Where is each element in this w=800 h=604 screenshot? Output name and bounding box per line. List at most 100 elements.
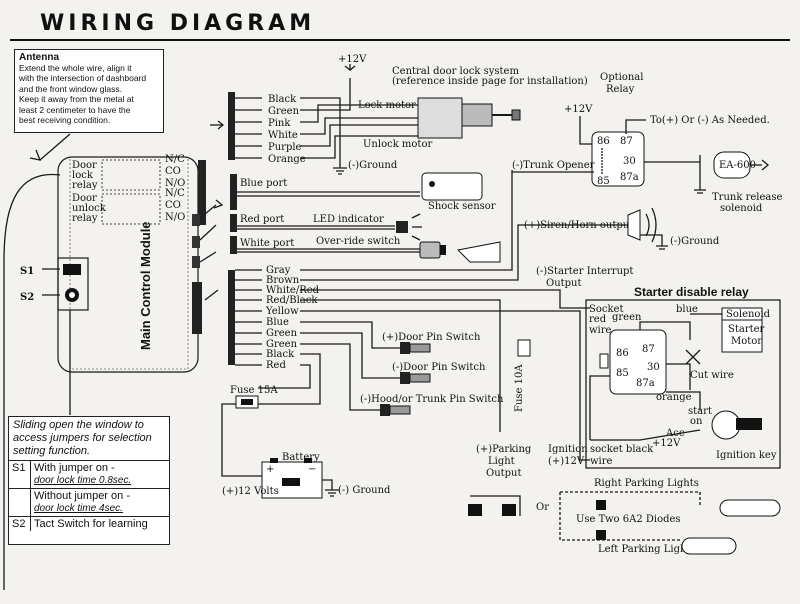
socket-black-label: wire [590, 456, 613, 467]
relay-pin: N/O [165, 178, 185, 189]
door-lock-ground: (-)Ground [348, 160, 398, 171]
antenna-line: and the front window glass. [19, 83, 123, 94]
lock-relay-box [101, 159, 161, 191]
s1-without-cell: Without jumper on - door lock time 4sec. [31, 489, 169, 516]
right-parking-label: Right Parking Lights [594, 478, 699, 489]
harness-wire-green: Green [266, 328, 298, 339]
ignition-label: Ignition [548, 444, 588, 455]
white-port-label: White port [240, 238, 294, 249]
parking-output-connector [468, 504, 482, 516]
ignition-key-label: Ignition key [716, 450, 777, 461]
central-lock-reference: (reference inside page for installation) [392, 76, 588, 87]
optional-relay-12v: +12V [564, 104, 593, 115]
main-harness: Gray Brown White/Red Red/Black Yellow Bl… [204, 170, 628, 477]
relay-pin: 87 [642, 344, 655, 355]
shock-sensor-label: Shock sensor [428, 201, 496, 212]
s1-without-text: Without jumper on - [34, 490, 130, 502]
harness-wire-red: Red [266, 360, 286, 371]
diode [596, 530, 606, 540]
orange-wire-label: orange [656, 392, 692, 403]
optional-relay: Optional Relay +12V 86 87 30 85 87a To(+… [512, 72, 782, 214]
cut-wire-label: Cut wire [690, 370, 734, 381]
antenna-line: best receiving condition. [19, 115, 111, 126]
lock-relay-label: Door [72, 160, 97, 171]
antenna-line: with the intersection of dashboard [19, 73, 147, 84]
starter-disable-circuit: (-)Starter Interrupt Output Starter disa… [536, 266, 781, 469]
relay-pin: N/C [165, 154, 185, 165]
s1-with-cell: With jumper on - door lock time 0.8sec. [31, 461, 169, 488]
fuse-10a-label: Fuse 10A [514, 364, 525, 412]
jumper-switches: S1 S2 [20, 257, 89, 415]
ground-symbol [656, 245, 668, 250]
optional-relay-note: To(+) Or (-) As Needed. [650, 115, 770, 126]
led-label: LED indicator [313, 214, 384, 225]
antenna-line: Extend the whole wire, align it [19, 63, 132, 73]
battery-circuit: Fuse 15A + − Battery (+)12 Volts (-) Gro… [222, 385, 391, 499]
antenna-line: Keep it away from the metal at [19, 94, 134, 105]
harness-wire-blue: Blue [266, 317, 289, 328]
door-lock-motor [417, 97, 521, 139]
scissors-icon [685, 349, 701, 365]
optional-relay-box [591, 131, 645, 187]
s1-label: S1 [20, 266, 34, 277]
antenna-wire [3, 173, 61, 590]
fuse-10a: Fuse 10A [514, 339, 531, 412]
battery-ground-label: (-) Ground [338, 485, 391, 496]
door-pin-switch-plus [400, 342, 410, 354]
relay-pin: 30 [623, 156, 636, 167]
lock-motor-label: Lock motor [358, 100, 416, 111]
harness-wire-gray: Gray [266, 265, 291, 276]
harness-wire-green-2: Green [266, 339, 298, 350]
battery-minus-sign: − [308, 464, 316, 475]
white-port-socket [192, 256, 200, 268]
s1-key-blank [9, 489, 31, 516]
red-port-label: Red port [240, 214, 284, 225]
unlock-relay-label: unlock [72, 203, 107, 214]
antenna-line: least 2 centimeter to have the [19, 104, 131, 115]
starter-relay-frame [585, 299, 781, 469]
relay-pin: CO [165, 166, 181, 177]
s2-key: S2 [9, 517, 31, 531]
s1-with-row: S1 With jumper on - door lock time 0.8se… [9, 461, 169, 489]
relay-pin: 87 [620, 136, 633, 147]
optional-relay-title: Optional [600, 72, 643, 83]
socket-red-label: wire [589, 325, 612, 336]
wire-purple: Purple [268, 142, 302, 153]
or-label: Or [536, 502, 549, 513]
siren-output: (+)Siren/Horn output (-)Ground [524, 207, 720, 250]
harness-wire-white-red: White/Red [266, 285, 320, 296]
starter-relay-box [609, 329, 667, 395]
white-port-connection: White port Over-ride switch [199, 236, 501, 263]
antenna-heading: Antenna [19, 52, 59, 63]
s1-without-row: Without jumper on - door lock time 4sec. [9, 489, 169, 517]
relay-pin: N/O [165, 212, 185, 223]
door-lock-harness: Black Green Pink White Purple Orange +12… [210, 54, 588, 175]
parking-output-label: Output [486, 468, 522, 479]
solenoid-tag: EA-600 [719, 160, 756, 171]
ignition-12v-label: +12V [652, 438, 681, 449]
unlock-relay-box [101, 193, 161, 225]
antenna-arrowhead [29, 149, 42, 161]
starter-motor-label: Motor [731, 336, 762, 347]
acc-label: Acc [665, 428, 685, 439]
wire-black: Black [268, 94, 297, 105]
left-parking-label: Left Parking Lights [598, 544, 696, 555]
parking-output-label: Light [488, 456, 515, 467]
left-parking-lamp [681, 537, 737, 555]
door-pin-switch-minus [400, 372, 410, 384]
led-indicator [396, 221, 408, 233]
wire-green: Green [268, 106, 300, 117]
override-label: Over-ride switch [316, 236, 401, 247]
fuse-15a-label: Fuse 15A [230, 385, 278, 396]
parking-output-label: (+)Parking [476, 444, 532, 455]
relay-pin: 86 [616, 348, 629, 359]
socket-red-label: red [589, 314, 607, 325]
unlock-relay-label: relay [72, 213, 98, 224]
unlock-motor-label: Unlock motor [363, 139, 432, 150]
relay-pin: 87a [636, 378, 655, 389]
wire-orange: Orange [268, 154, 306, 165]
starter-relay-title: Starter disable relay [634, 285, 749, 299]
antenna-instructions: Antenna Extend the whole wire, align it … [14, 49, 164, 133]
